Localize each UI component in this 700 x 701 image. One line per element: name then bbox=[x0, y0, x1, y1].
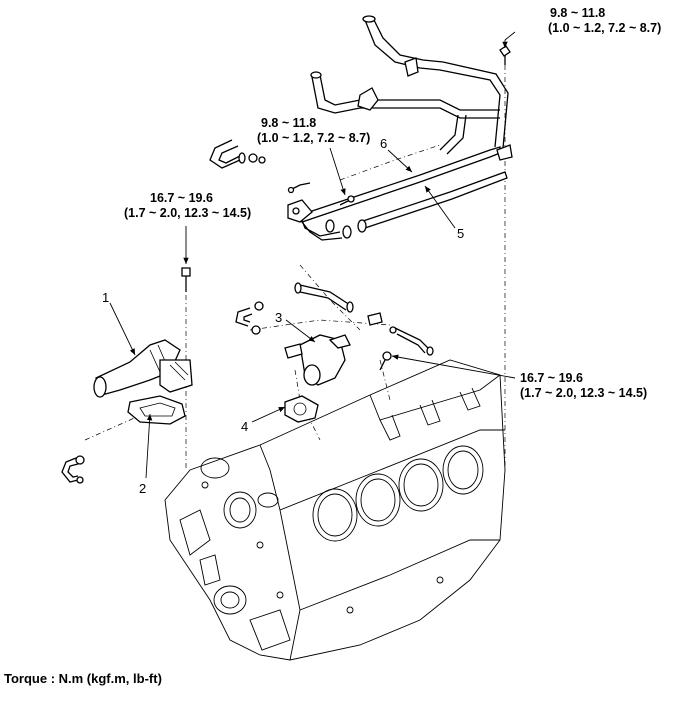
torque-range: 16.7 ~ 19.6 bbox=[520, 371, 583, 385]
torque-units: (1.0 ~ 1.2, 7.2 ~ 8.7) bbox=[548, 21, 662, 35]
torque-label-middle: 9.8 ~ 11.8 (1.0 ~ 1.2, 7.2 ~ 8.7) bbox=[257, 116, 387, 146]
torque-units: (1.7 ~ 2.0, 12.3 ~ 14.5) bbox=[124, 206, 252, 220]
callout-1: 1 bbox=[102, 290, 110, 305]
thermostat-housing bbox=[235, 282, 434, 386]
upper-pipe-assembly bbox=[287, 15, 513, 241]
torque-label-right: 16.7 ~ 19.6 (1.7 ~ 2.0, 12.3 ~ 14.5) bbox=[520, 371, 680, 401]
callout-3: 3 bbox=[275, 310, 283, 325]
torque-label-top-right: 9.8 ~ 11.8 (1.0 ~ 1.2, 7.2 ~ 8.7) bbox=[548, 6, 688, 36]
callout-2: 2 bbox=[139, 481, 147, 496]
small-hose-lower-left bbox=[61, 455, 85, 484]
torque-units-note: Torque : N.m (kgf.m, lb-ft) bbox=[4, 671, 162, 686]
water-inlet-assembly bbox=[93, 339, 193, 425]
torque-label-left: 16.7 ~ 19.6 (1.7 ~ 2.0, 12.3 ~ 14.5) bbox=[124, 191, 284, 221]
callout-4: 4 bbox=[241, 419, 249, 434]
torque-units: (1.7 ~ 2.0, 12.3 ~ 14.5) bbox=[520, 386, 648, 400]
torque-range: 9.8 ~ 11.8 bbox=[550, 6, 606, 20]
alignment-lines bbox=[84, 65, 506, 470]
torque-range: 16.7 ~ 19.6 bbox=[150, 191, 213, 205]
engine-block bbox=[164, 359, 506, 661]
small-hose-upper bbox=[209, 139, 266, 169]
bolt-left bbox=[181, 267, 191, 292]
gasket-part-4 bbox=[284, 395, 319, 423]
torque-units: (1.0 ~ 1.2, 7.2 ~ 8.7) bbox=[257, 131, 371, 145]
callout-6: 6 bbox=[380, 136, 388, 151]
leader-lines bbox=[109, 31, 516, 479]
torque-range: 9.8 ~ 11.8 bbox=[261, 116, 317, 130]
callout-5: 5 bbox=[457, 226, 465, 241]
